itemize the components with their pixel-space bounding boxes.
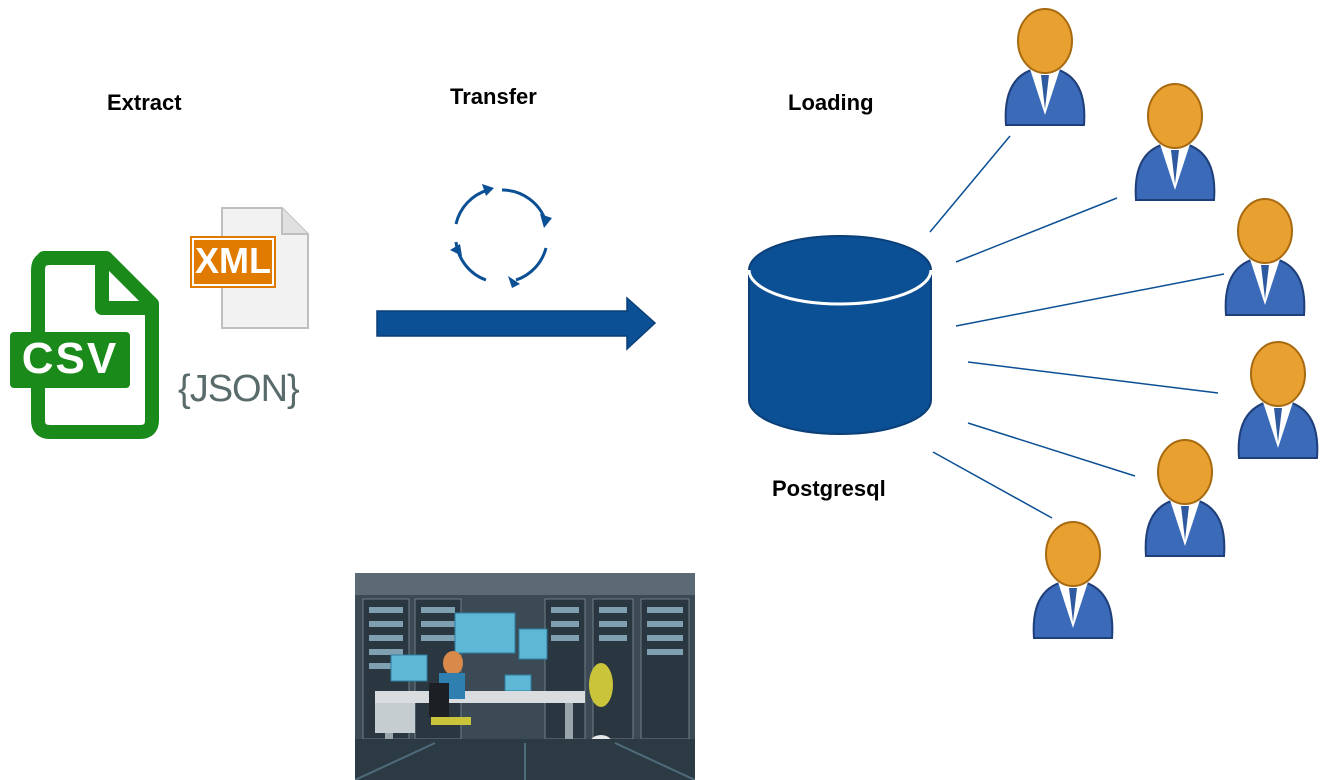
- user-icon: [1233, 338, 1323, 468]
- transfer-arrow: [375, 294, 660, 354]
- refresh-cycle-icon: [440, 180, 560, 290]
- csv-text: CSV: [21, 334, 119, 383]
- connection-line: [955, 273, 1225, 327]
- json-text: {JSON}: [178, 368, 300, 410]
- database-label: Postgresql: [772, 476, 886, 501]
- server-room-illustration: [355, 573, 695, 780]
- database-icon: [745, 232, 935, 437]
- user-icon: [1140, 436, 1230, 566]
- extract-label: Extract: [107, 90, 182, 115]
- connection-line: [967, 422, 1136, 477]
- csv-file-icon: CSV: [10, 250, 160, 440]
- user-icon: [1220, 195, 1310, 325]
- user-icon: [1130, 80, 1220, 210]
- user-icon: [1000, 5, 1090, 135]
- connection-line: [929, 135, 1011, 233]
- xml-text: XML: [195, 240, 271, 281]
- user-icon: [1028, 518, 1118, 648]
- loading-label: Loading: [788, 90, 874, 115]
- connection-line: [932, 451, 1053, 519]
- transfer-label: Transfer: [450, 84, 537, 109]
- xml-file-icon: XML: [190, 206, 310, 331]
- connection-line: [955, 197, 1118, 263]
- connection-line: [967, 361, 1219, 394]
